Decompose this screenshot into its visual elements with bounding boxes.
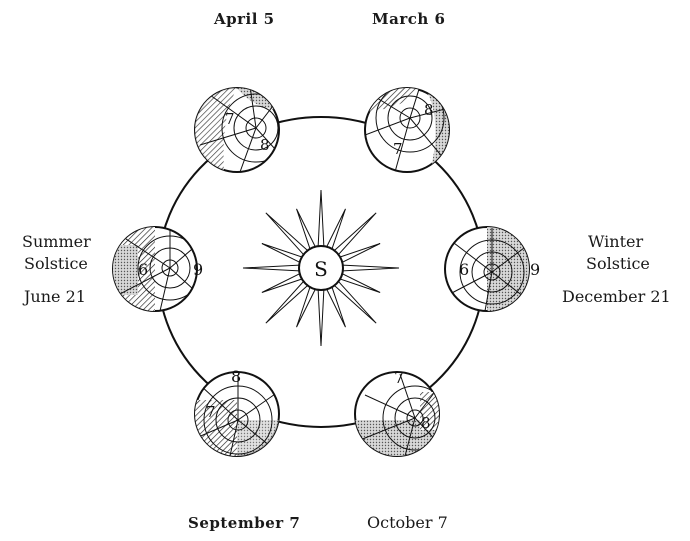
globe-summer-number-2: 9 — [193, 260, 203, 279]
globe-summer-solstice: 6 9 — [113, 227, 205, 311]
sun-ray — [343, 265, 399, 271]
globe-april-number-1: 7 — [225, 110, 235, 128]
sun-ray — [318, 190, 324, 246]
globe-summer-number-1: 6 — [138, 260, 148, 279]
globe-september-number-1: 8 — [231, 367, 241, 386]
globe-march-number-2: 7 — [393, 140, 403, 158]
globe-april-number-2: 8 — [260, 136, 270, 154]
globe-winter-number-2: 9 — [530, 260, 540, 279]
sun-ray — [318, 290, 324, 346]
globe-april: 7 8 — [195, 86, 290, 172]
sun-ray — [243, 265, 299, 271]
globe-winter-number-1: 6 — [459, 260, 469, 279]
globe-september-number-2: 7 — [206, 403, 216, 421]
globe-september: 8 7 — [195, 367, 279, 456]
globe-october-number-2: 8 — [421, 414, 431, 432]
globe-winter-solstice: 6 9 — [445, 227, 540, 311]
sun-label: S — [314, 257, 328, 281]
globe-october: 7 8 — [355, 368, 447, 456]
sun-icon: S — [243, 190, 399, 346]
globe-march: 8 7 — [365, 84, 449, 172]
globe-october-number-1: 7 — [394, 368, 404, 387]
globe-march-number-1: 8 — [424, 101, 434, 119]
